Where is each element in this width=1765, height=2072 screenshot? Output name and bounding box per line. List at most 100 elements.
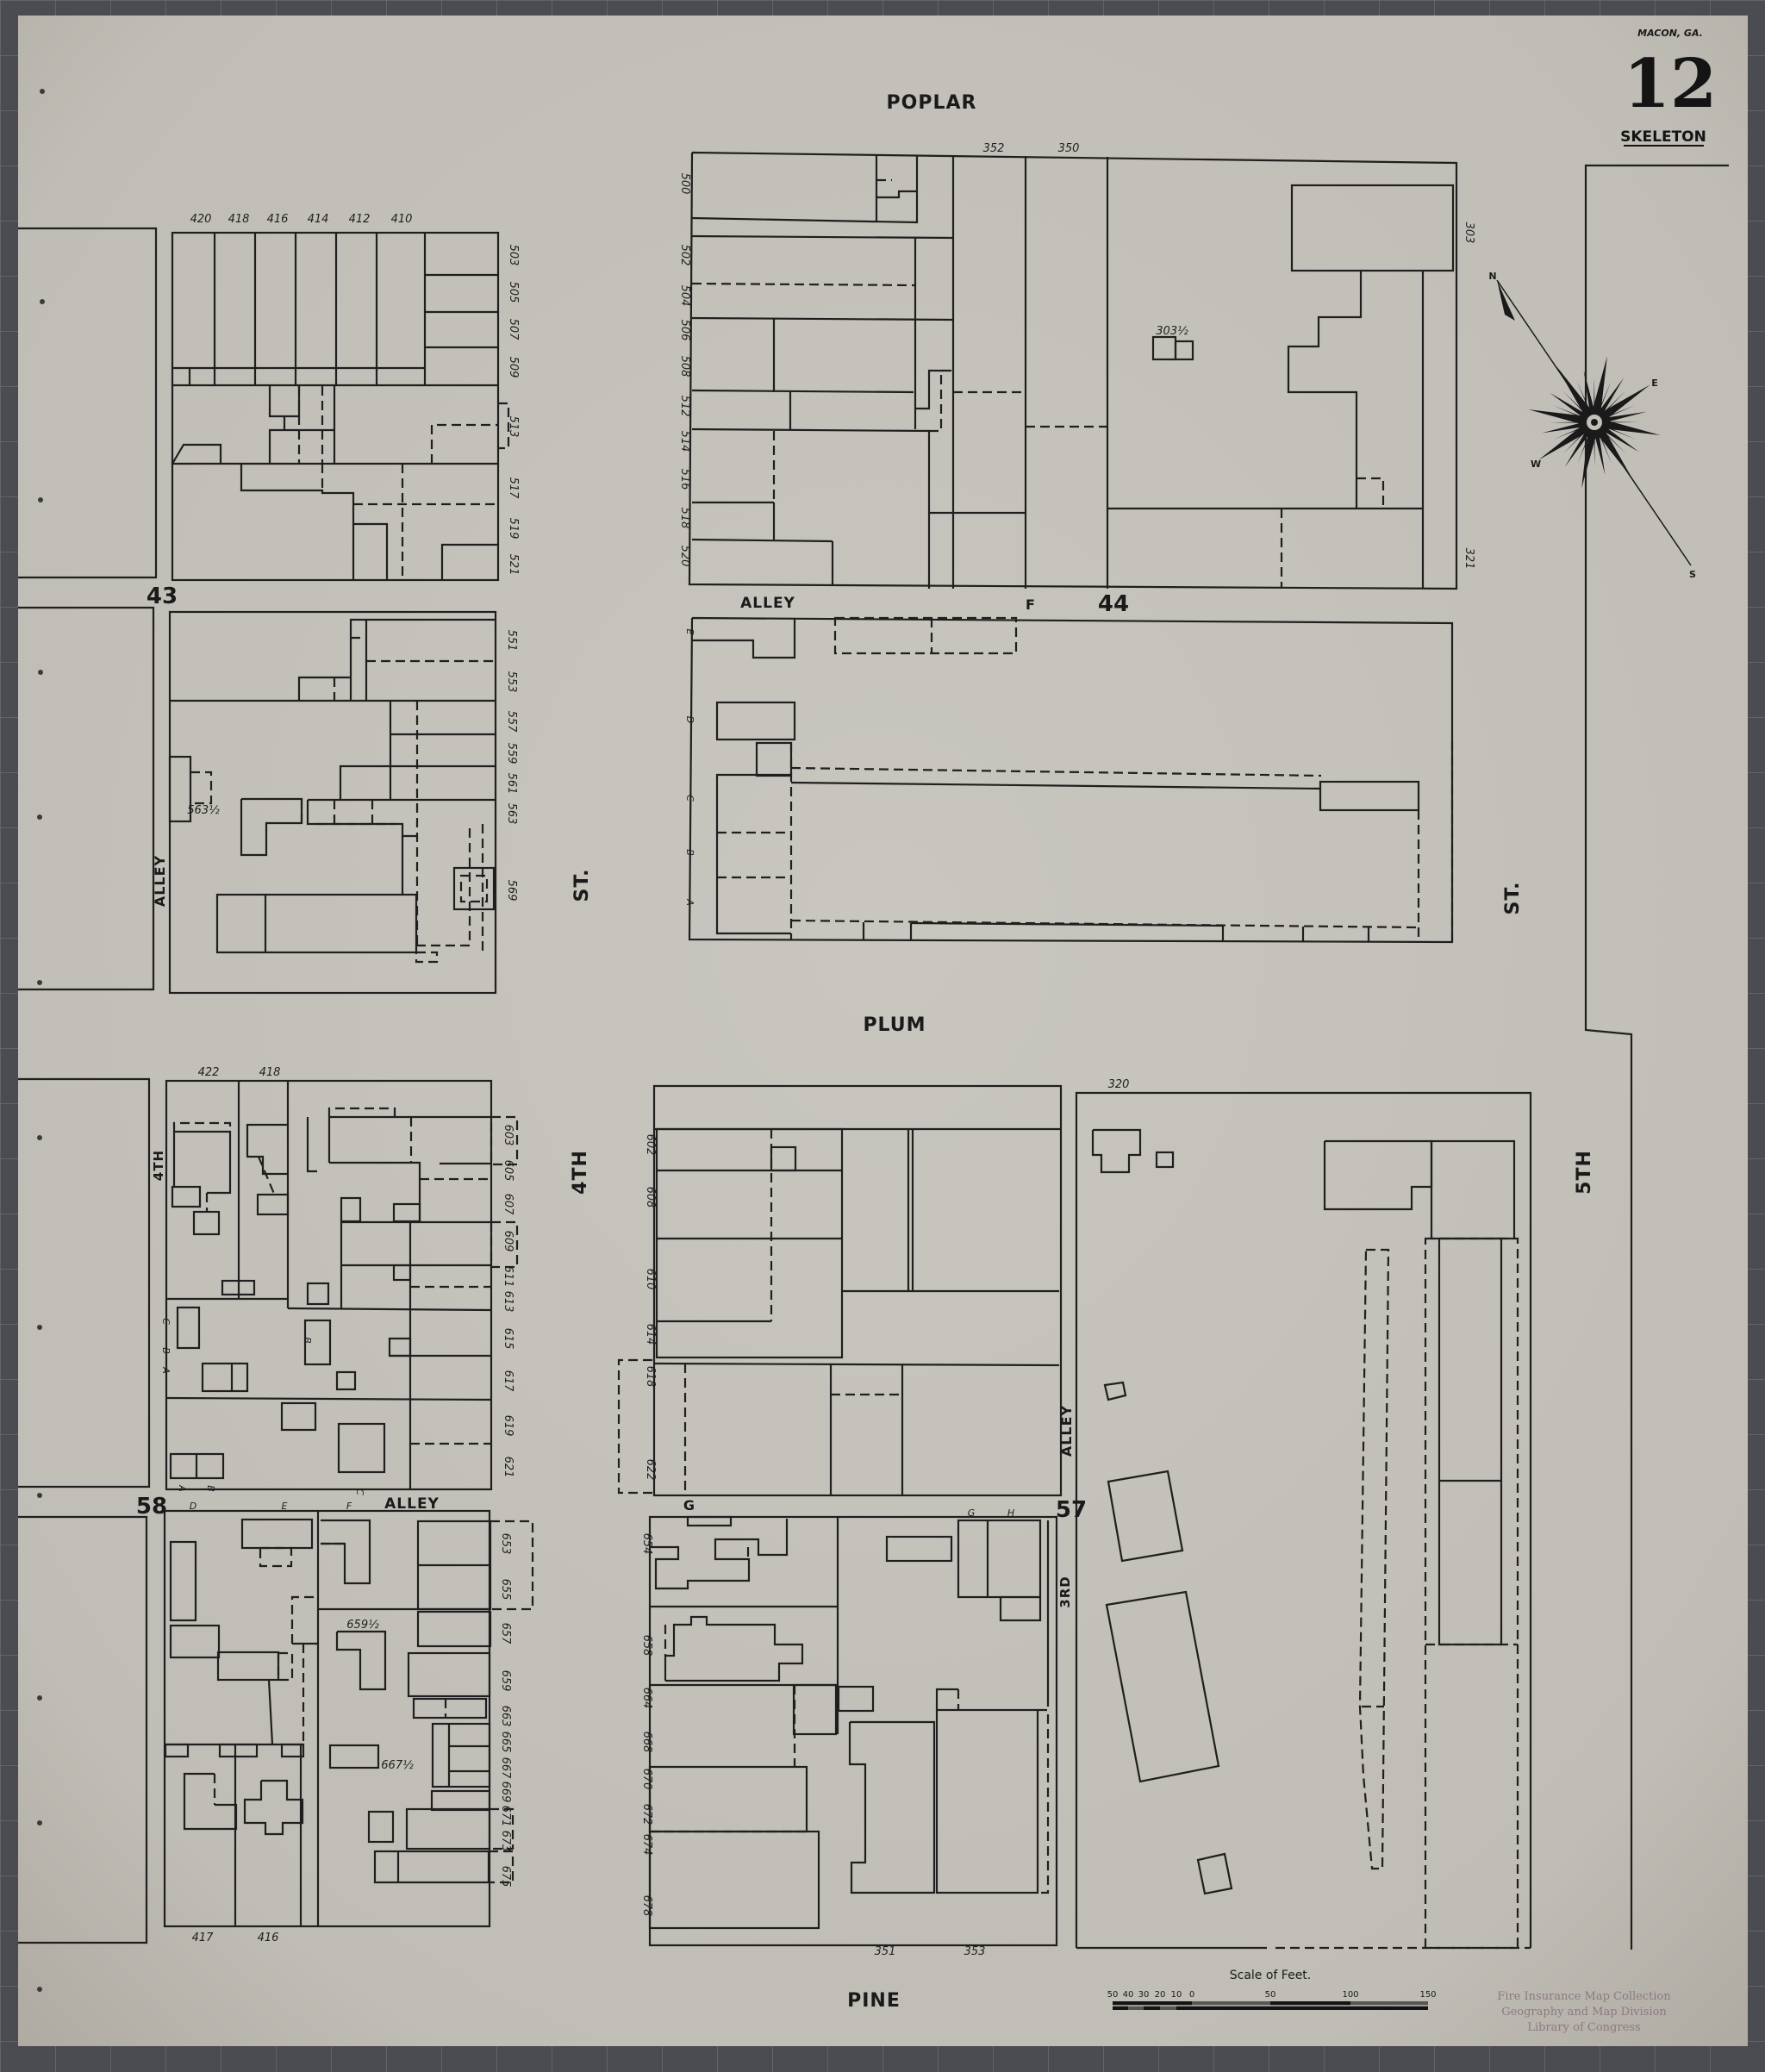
address-number: 410 bbox=[391, 213, 413, 226]
scale-segment bbox=[1160, 2006, 1176, 2010]
compass-ray bbox=[1593, 380, 1612, 423]
north-arrow-icon bbox=[1497, 280, 1515, 321]
block-number-58: 58 bbox=[136, 1494, 167, 1520]
address-number: 420 bbox=[190, 213, 212, 226]
address-number: 512 bbox=[678, 396, 691, 417]
address-number: 303 bbox=[1463, 222, 1475, 244]
address-number: 514 bbox=[678, 431, 691, 452]
sheet-number: 12 bbox=[1624, 45, 1718, 123]
address-number: 518 bbox=[678, 508, 691, 529]
west-strip-parcels bbox=[18, 227, 158, 1944]
address-number: 608 bbox=[644, 1187, 657, 1208]
lot-letter: E bbox=[684, 629, 695, 635]
address-number: 563 bbox=[505, 803, 518, 825]
address-number: 659½ bbox=[346, 1619, 379, 1632]
address-number: 569 bbox=[505, 880, 518, 902]
lot-letter: C bbox=[354, 1488, 365, 1495]
compass-ray bbox=[1581, 421, 1600, 489]
address-number: 622 bbox=[644, 1459, 657, 1481]
address-number: 303½ bbox=[1156, 325, 1188, 338]
street-4th-st: ST. bbox=[571, 869, 593, 902]
alley-east: ALLEY bbox=[1058, 1405, 1075, 1457]
compass-ray bbox=[1550, 392, 1596, 425]
lot-letter: C bbox=[160, 1318, 172, 1325]
scale-tick-label: 50 bbox=[1265, 1990, 1276, 2000]
address-number: 504 bbox=[678, 285, 691, 307]
scale-tick-label: 50 bbox=[1107, 1990, 1119, 2000]
address-number: 561 bbox=[505, 773, 518, 795]
block-number-43: 43 bbox=[147, 584, 178, 609]
block-east bbox=[1075, 1091, 1532, 1950]
compass-ray bbox=[1589, 356, 1607, 424]
street-4th-small: 4TH bbox=[151, 1150, 166, 1181]
address-number: 500 bbox=[678, 173, 691, 195]
address-number: 519 bbox=[507, 518, 520, 540]
address-number: 670 bbox=[640, 1769, 653, 1790]
address-number: 669 bbox=[499, 1782, 512, 1803]
scale-tick-label: 150 bbox=[1419, 1990, 1436, 2000]
address-number: 621 bbox=[502, 1457, 515, 1478]
scale-tick-label: 10 bbox=[1171, 1990, 1182, 2000]
address-number: 664 bbox=[640, 1688, 653, 1709]
scale-tick-label: 100 bbox=[1342, 1990, 1358, 2000]
address-number: 353 bbox=[964, 1945, 986, 1958]
paper bbox=[18, 16, 1748, 2046]
compass-rose: N S E W bbox=[1488, 271, 1696, 580]
address-number: 603 bbox=[502, 1125, 515, 1146]
street-labels: POPLAR PLUM PINE ST. 4TH ST. 5TH 4TH 3RD… bbox=[151, 92, 1595, 2012]
lot-letter: B bbox=[684, 849, 695, 856]
scale-tick-label: 20 bbox=[1155, 1990, 1166, 2000]
address-number: 507 bbox=[507, 319, 520, 341]
scale-segment bbox=[1128, 2006, 1144, 2010]
street-poplar: POPLAR bbox=[887, 92, 977, 114]
address-number: 418 bbox=[259, 1066, 281, 1079]
lot-letter: D bbox=[190, 1501, 196, 1512]
street-pine: PINE bbox=[847, 1990, 901, 2012]
block-57-south bbox=[648, 1515, 1058, 1947]
address-number: 521 bbox=[507, 554, 520, 576]
address-number: 653 bbox=[499, 1533, 512, 1555]
address-number: 678 bbox=[640, 1895, 653, 1917]
compass-n: N bbox=[1488, 271, 1496, 282]
address-number: 350 bbox=[1058, 142, 1080, 155]
sheet-title: MACON, GA. 12 SKELETON bbox=[1620, 28, 1718, 147]
address-number: 563½ bbox=[187, 804, 220, 817]
address-number: 672 bbox=[640, 1804, 653, 1825]
alley-mark-g: G bbox=[683, 1497, 695, 1513]
lot-letter: B bbox=[205, 1485, 216, 1492]
address-number: 658 bbox=[640, 1635, 653, 1657]
block-44-north bbox=[688, 151, 1458, 590]
stamp-line-2: Geography and Map Division bbox=[1501, 2006, 1667, 2019]
compass-ray bbox=[1556, 366, 1599, 426]
block-58-south bbox=[163, 1509, 534, 1928]
address-number: 559 bbox=[505, 743, 518, 765]
compass-ray bbox=[1593, 421, 1637, 440]
address-number: 509 bbox=[507, 357, 520, 378]
alley-south: ALLEY bbox=[384, 1495, 440, 1513]
address-number: 602 bbox=[644, 1134, 657, 1156]
stamp-line-1: Fire Insurance Map Collection bbox=[1497, 1990, 1671, 2003]
address-number: 320 bbox=[1108, 1078, 1130, 1091]
address-number: 417 bbox=[192, 1932, 215, 1944]
alley-north: ALLEY bbox=[740, 595, 795, 612]
address-number: 422 bbox=[198, 1066, 220, 1079]
address-number: 614 bbox=[644, 1324, 657, 1345]
address-number: 418 bbox=[228, 213, 250, 226]
address-number: 659 bbox=[499, 1670, 512, 1692]
lot-letter: B bbox=[302, 1337, 313, 1344]
address-number: 618 bbox=[644, 1366, 657, 1388]
compass-ray bbox=[1592, 378, 1625, 424]
alley-west: ALLEY bbox=[152, 855, 168, 907]
address-number: 513 bbox=[507, 416, 520, 438]
address-number: 321 bbox=[1463, 548, 1475, 570]
street-4th: 4TH bbox=[570, 1150, 591, 1195]
address-number: 668 bbox=[640, 1732, 653, 1753]
address-number: 508 bbox=[678, 356, 691, 378]
compass-ray bbox=[1552, 405, 1595, 423]
address-number: 654 bbox=[640, 1533, 653, 1555]
lot-letter: G bbox=[968, 1507, 976, 1519]
compass-ray bbox=[1590, 419, 1632, 478]
address-number: 352 bbox=[983, 142, 1005, 155]
